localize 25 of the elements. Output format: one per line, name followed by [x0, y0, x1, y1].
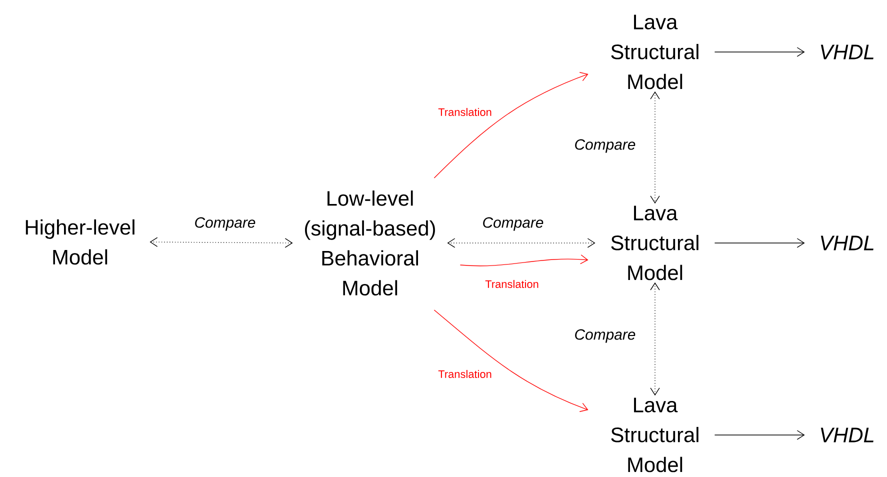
- arrow: [650, 282, 660, 396]
- model-label: Higher-level Model: [26, 219, 134, 265]
- edge-label: Compare: [573, 328, 637, 344]
- edge-label: Translation: [437, 106, 493, 118]
- arrow: [150, 237, 293, 248]
- edge-label: Compare: [481, 216, 545, 232]
- arrow: [434, 310, 588, 412]
- arrow: [714, 47, 805, 57]
- arrow: [434, 72, 588, 178]
- edge-label: Translation: [437, 368, 493, 380]
- arrow: [447, 238, 596, 248]
- arrow: [460, 254, 588, 266]
- arrow: [714, 430, 805, 440]
- arrow: [714, 238, 805, 248]
- output-label: VHDL: [820, 236, 874, 250]
- edge-label: Translation: [484, 278, 540, 290]
- model-label: Lava Structural Model: [611, 14, 698, 90]
- model-label: Lava Structural Model: [611, 398, 698, 472]
- output-label: VHDL: [820, 44, 874, 60]
- output-label: VHDL: [820, 428, 874, 442]
- model-label: Lava Structural Model: [611, 206, 698, 280]
- edge-label: Compare: [193, 216, 257, 232]
- arrow: [650, 91, 660, 204]
- model-label: Low-level (signal-based) Behavioral Model: [305, 190, 435, 296]
- edge-label: Compare: [573, 138, 637, 154]
